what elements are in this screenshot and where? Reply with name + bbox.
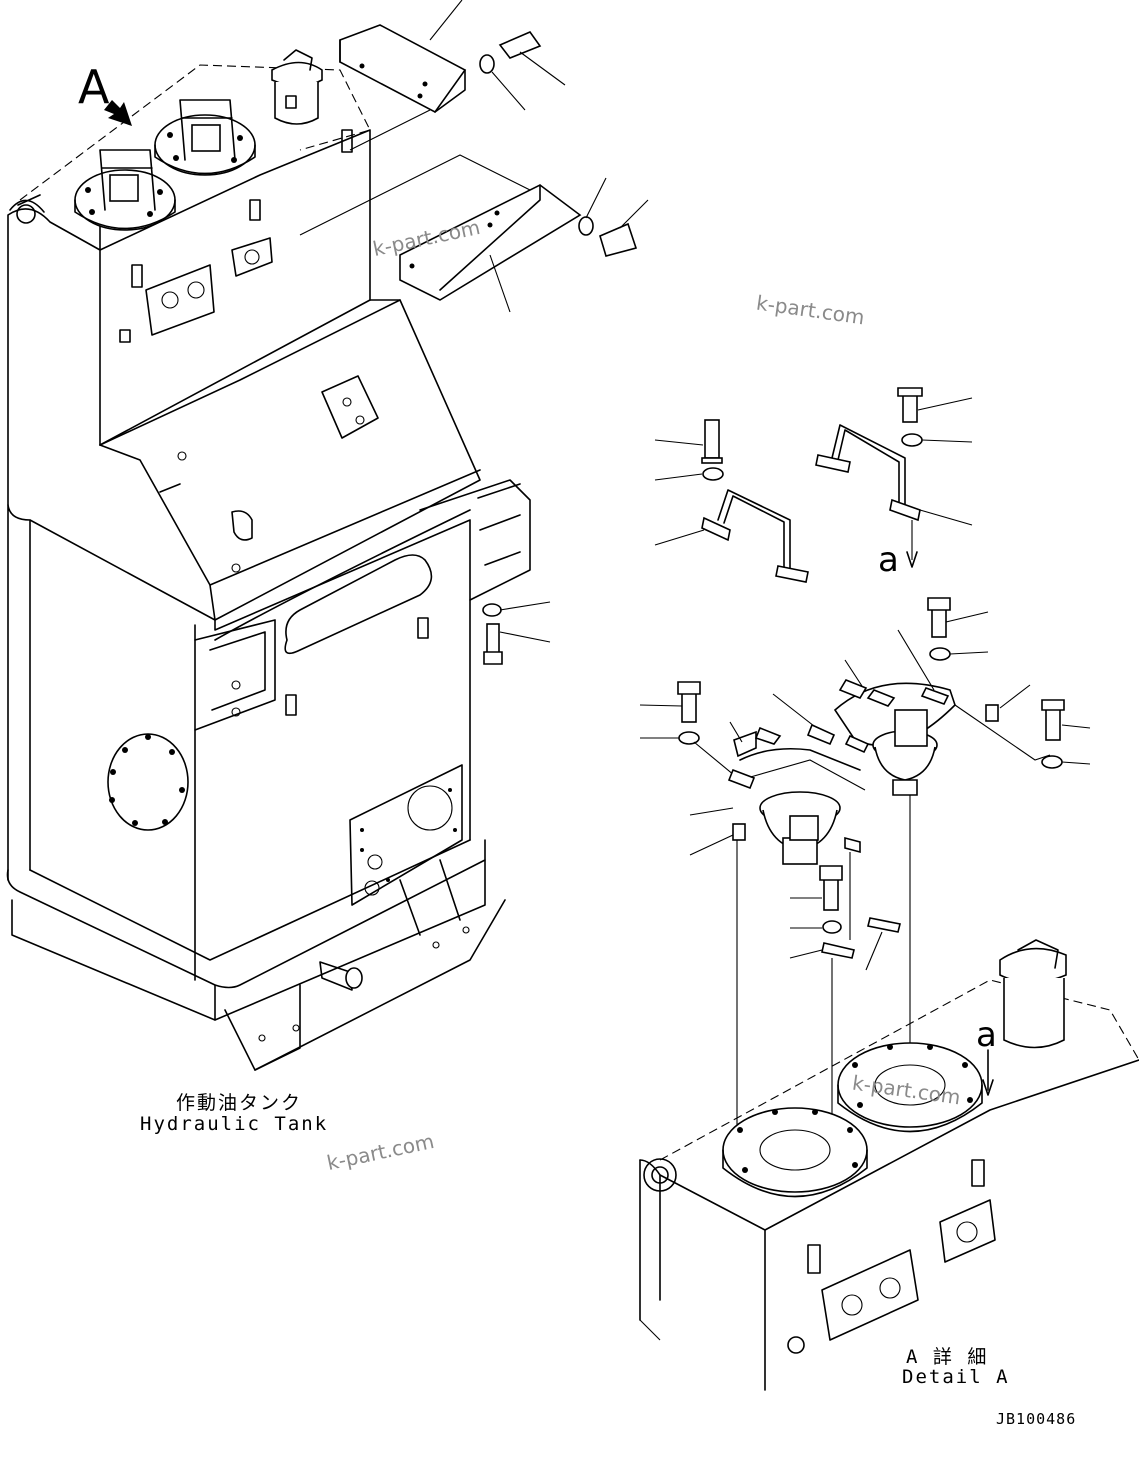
detail-caption-japanese: A 詳 細: [906, 1346, 989, 1368]
drawing-number: JB100486: [996, 1410, 1077, 1428]
detail-caption-english: Detail A: [902, 1366, 1010, 1388]
detail-a-tank-top: [639, 939, 1139, 1391]
main-caption-english: Hydraulic Tank: [140, 1113, 329, 1135]
side-fasteners: [482, 601, 551, 665]
detail-a-exploded-parts: [639, 387, 1091, 1160]
reference-mark-a-upper: a: [878, 540, 899, 580]
mounting-brackets: [299, 0, 649, 313]
hydraulic-tank-assembly: [6, 49, 531, 1071]
view-label-a: A: [78, 60, 110, 114]
reference-mark-a-lower: a: [976, 1015, 997, 1055]
main-caption-japanese: 作動油タンク: [176, 1092, 303, 1114]
view-arrow-a: [104, 100, 132, 126]
